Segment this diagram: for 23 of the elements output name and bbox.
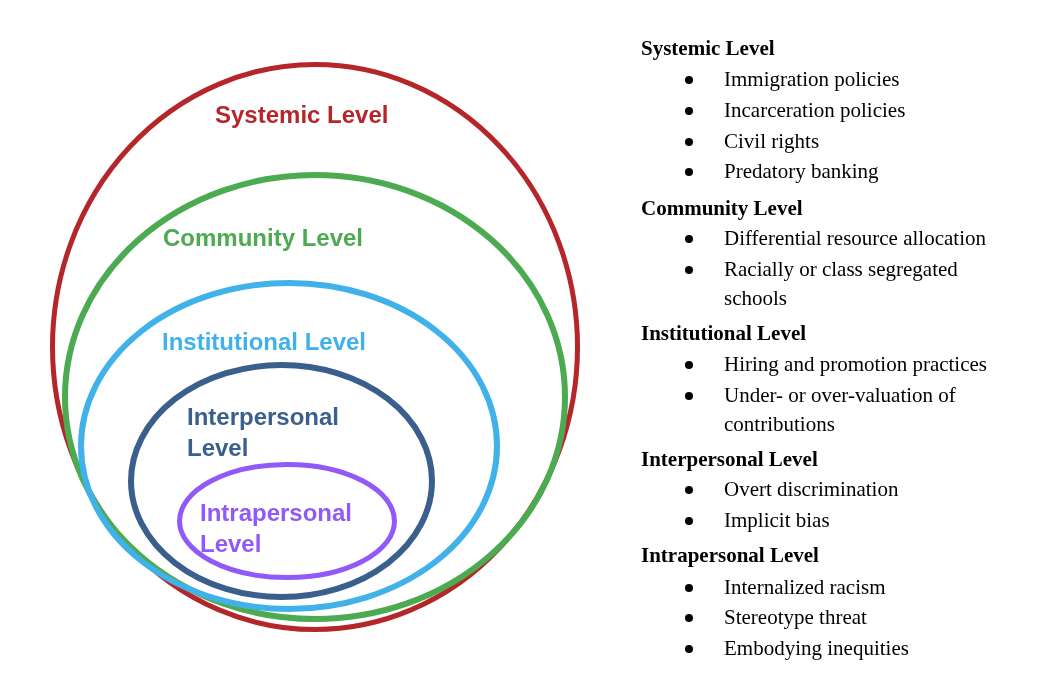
level-label: Community Level xyxy=(163,223,364,253)
list-item: Predatory banking xyxy=(724,158,879,185)
list-item: Civil rights xyxy=(724,128,820,155)
level-label: Intrapersonal Level xyxy=(200,498,354,559)
list-item: Overt discrimination xyxy=(724,476,899,503)
list-item: Stereotype threat xyxy=(724,604,867,631)
level-label: Systemic Level xyxy=(215,100,389,130)
section-heading: Interpersonal Level xyxy=(641,446,818,473)
level-label: Interpersonal Level xyxy=(187,402,341,463)
list-item: Implicit bias xyxy=(724,507,830,534)
section-heading: Institutional Level xyxy=(641,320,807,347)
list-item: Racially or class segregated schools xyxy=(724,256,959,312)
section-heading: Community Level xyxy=(641,195,803,222)
list-item: Incarceration policies xyxy=(724,97,906,124)
list-item: Embodying inequities xyxy=(724,635,909,662)
list-item: Differential resource allocation xyxy=(724,225,986,252)
list-item: Internalized racism xyxy=(724,574,886,601)
list-item: Under- or over-valuation of contributions xyxy=(724,382,957,438)
list-item: Hiring and promotion practices xyxy=(724,351,987,378)
section-heading: Intrapersonal Level xyxy=(641,542,819,569)
level-label: Institutional Level xyxy=(162,327,367,357)
section-heading: Systemic Level xyxy=(641,35,775,62)
list-item: Immigration policies xyxy=(724,66,900,93)
